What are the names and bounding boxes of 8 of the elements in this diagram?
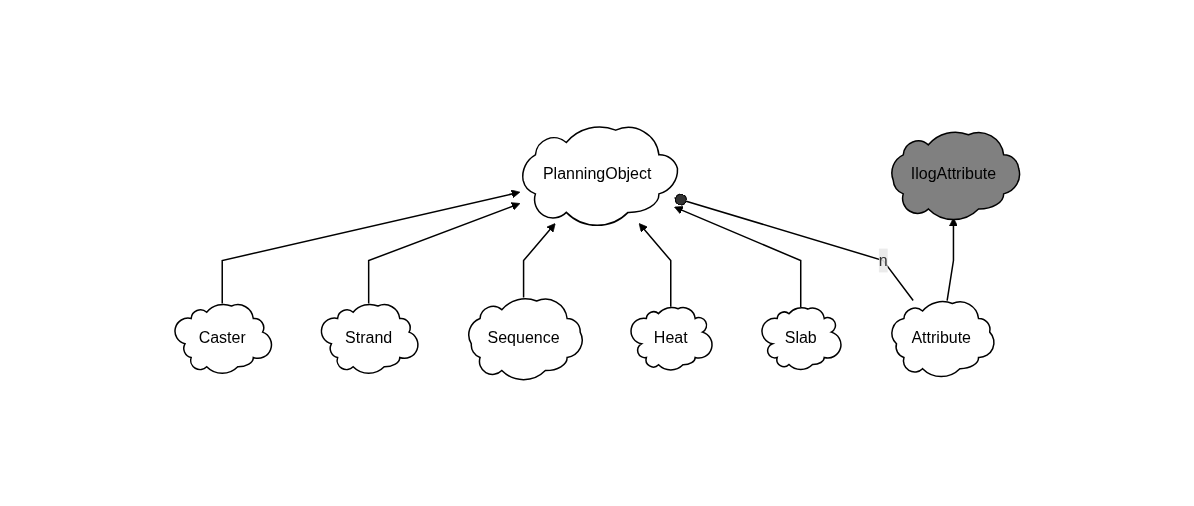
arrow [522,222,556,298]
arrow [221,189,520,304]
edge-label: n [878,251,888,269]
arrow [946,217,958,301]
connector [673,193,914,301]
arrow [638,222,672,308]
arrow [367,201,520,304]
arrow [673,205,802,308]
